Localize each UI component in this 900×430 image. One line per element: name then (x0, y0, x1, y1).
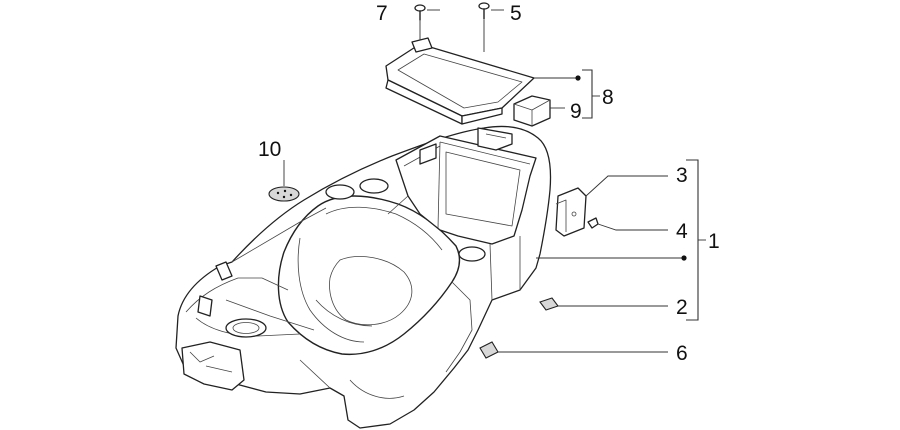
module-screw-hole (571, 211, 577, 217)
module-screw (587, 217, 599, 229)
grommet-hole (282, 195, 286, 199)
rim-cup-left (325, 184, 355, 200)
bracket-1 (686, 159, 699, 321)
bowl-inner-wall (325, 206, 443, 251)
bowl-inner-wall-left (297, 237, 365, 343)
callout-3: 3 (676, 164, 688, 187)
callout-2: 2 (676, 296, 688, 319)
leader-3 (585, 175, 668, 197)
module-edge (555, 199, 567, 232)
module-body (555, 187, 587, 237)
bowl-floor-line (315, 299, 373, 327)
rim-seam (231, 207, 327, 263)
battery-lid (385, 37, 535, 125)
battery-box-edge (437, 141, 441, 229)
leader-8-dot (575, 75, 581, 81)
box-clip-detail (485, 133, 507, 139)
box-clip-left (419, 143, 437, 165)
cup-holder-inner (232, 322, 260, 334)
clip-nut-2 (539, 297, 559, 311)
front-tab-left (215, 261, 233, 281)
clip-nut-6-body (479, 341, 499, 359)
helmet-compartment (175, 125, 552, 429)
grommet-hole (283, 189, 287, 193)
screw-5 (478, 2, 490, 20)
leader-lines (283, 9, 706, 353)
lower-skirt-edge (445, 281, 473, 373)
screw-7-head (414, 4, 426, 12)
callout-8: 8 (602, 86, 614, 109)
lid-top (385, 43, 535, 117)
callout-4: 4 (676, 220, 688, 243)
rim-cup-mid (359, 178, 389, 194)
front-nose-ridge (185, 277, 289, 313)
screw-5-head (478, 2, 490, 10)
callout-1: 1 (708, 230, 720, 253)
front-mount-plate (181, 341, 245, 391)
callout-5: 5 (510, 2, 522, 25)
front-tab-mid (197, 295, 213, 317)
control-module (555, 187, 599, 237)
callout-10: 10 (258, 138, 281, 161)
box-clip-right (477, 127, 513, 151)
underside-seam (299, 359, 331, 389)
front-nose-inner (195, 317, 301, 337)
screw-7 (414, 4, 426, 21)
helmet-bowl-rim (277, 195, 461, 356)
bracket-8 (582, 69, 593, 119)
leader-1-dot (681, 255, 687, 261)
grommet (268, 186, 300, 202)
box-to-bowl-seam (387, 195, 409, 215)
side-seam (225, 299, 315, 331)
grommet-hole (289, 193, 293, 197)
rim-cup-right (458, 246, 486, 262)
bowl-floor (329, 256, 413, 326)
callout-labels: 7 5 8 9 10 3 4 1 2 6 (258, 2, 720, 365)
grommet-body (268, 186, 300, 202)
underside-curve (349, 379, 405, 399)
clip-nut-2-body (539, 297, 559, 311)
battery-box-interior (445, 151, 521, 227)
lid-side-edge (461, 107, 503, 125)
rubber-pad (513, 95, 551, 127)
skirt-vertical (489, 243, 493, 301)
lid-hinge-tab (411, 37, 433, 53)
lid-inner-recess (397, 53, 523, 109)
leader-4 (597, 223, 668, 231)
grommet-hole (276, 191, 280, 195)
battery-box (395, 135, 537, 245)
battery-box-top-edge (439, 141, 531, 165)
mount-plate-slot (189, 351, 215, 363)
mount-plate-rib (205, 365, 233, 373)
callout-6: 6 (676, 342, 688, 365)
clip-nut-6 (479, 341, 499, 359)
cup-holder-outer (225, 318, 267, 338)
callout-9: 9 (570, 100, 582, 123)
callout-7: 7 (376, 2, 388, 25)
